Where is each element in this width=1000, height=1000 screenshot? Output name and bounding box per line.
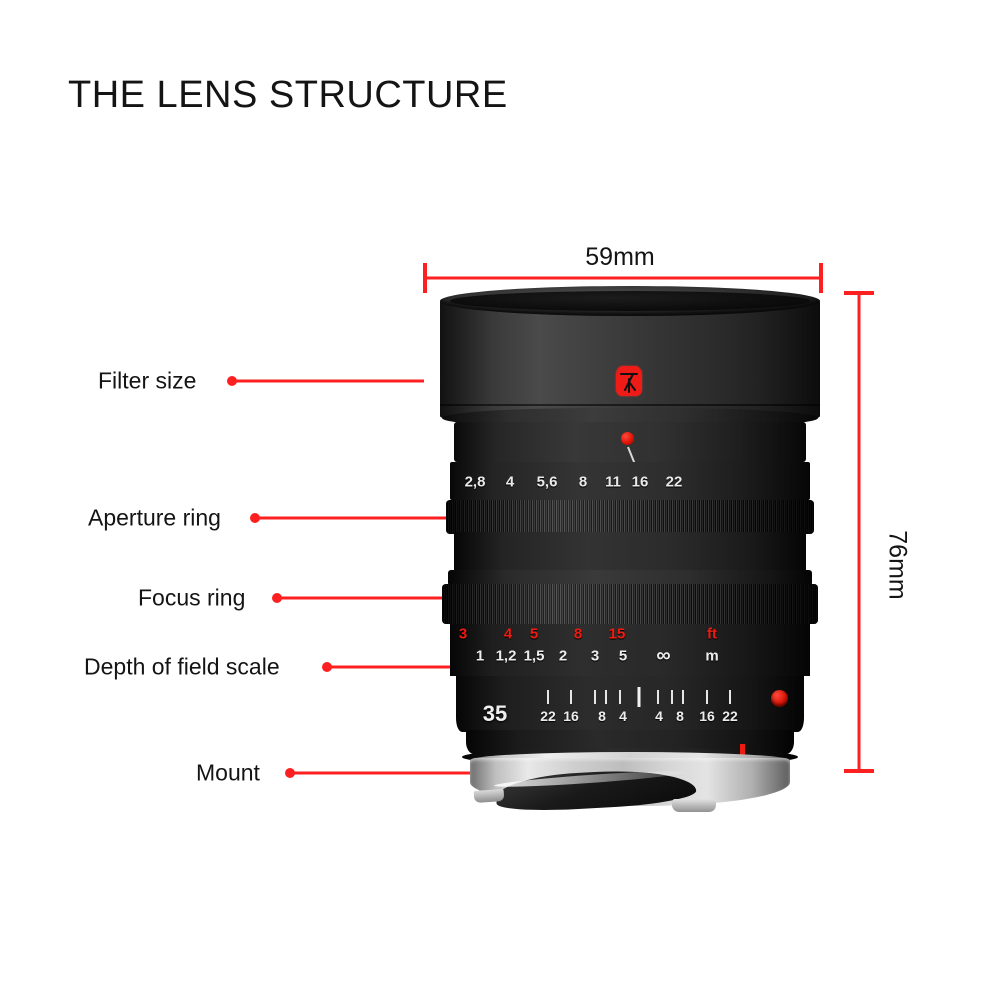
lens-product-image: 2,8 4 5,6 8 11 16 22 3 4 5 8 15 ft (440, 286, 820, 814)
aperture-index-dot-icon (621, 432, 634, 445)
callout-label-focus-ring: Focus ring (138, 584, 246, 611)
width-dimension-line (424, 276, 822, 280)
aperture-value: 5,6 (536, 473, 558, 491)
distance-meter-value: 1,5 (523, 647, 545, 665)
dof-tick (547, 690, 549, 704)
mount-bayonet-tab-right (672, 799, 716, 812)
callout-leader-depth-of-field-scale (327, 665, 453, 669)
height-dimension-cap-top (844, 291, 874, 295)
distance-feet-value: 8 (573, 625, 583, 643)
mid-barrel (454, 532, 806, 572)
aperture-ring[interactable] (446, 500, 814, 534)
height-dimension-line (857, 292, 861, 772)
distance-feet-unit: ft (707, 625, 717, 643)
width-dimension-label: 59mm (585, 243, 655, 271)
aperture-value: 4 (505, 473, 515, 491)
dof-tick (671, 690, 673, 704)
distance-meter-value: 1 (475, 647, 485, 665)
aperture-value: 16 (631, 473, 649, 491)
depth-of-field-band (456, 676, 804, 732)
focus-ring[interactable] (442, 584, 818, 624)
distance-meter-unit: m (705, 647, 719, 665)
dof-center-index-tick (637, 687, 641, 707)
focal-length-marking: 35 (482, 701, 508, 726)
dof-value-left: 22 (540, 708, 556, 724)
distance-scale: 3 4 5 8 15 ft 1 1,2 1,5 2 3 5 ∞ m (450, 624, 810, 676)
dof-value-right: 4 (655, 708, 663, 724)
dof-tick (594, 690, 596, 704)
distance-feet-value: 5 (529, 625, 539, 643)
dof-value-left: 16 (563, 708, 579, 724)
distance-meter-value: 5 (618, 647, 628, 665)
7artisans-logo-icon (616, 366, 642, 396)
aperture-scale: 2,8 4 5,6 8 11 16 22 (450, 462, 810, 500)
distance-meter-value: 2 (558, 647, 568, 665)
mount-bayonet-tab-left (473, 788, 505, 804)
distance-scale-band (450, 624, 810, 676)
dof-tick (619, 690, 621, 704)
dof-value-right: 22 (722, 708, 738, 724)
lens-hood-barrel (440, 300, 820, 418)
aperture-value: 8 (578, 473, 588, 491)
distance-infinity-icon: ∞ (656, 644, 670, 667)
callout-leader-mount (290, 771, 478, 775)
mount-alignment-mark-icon (740, 744, 745, 757)
distance-feet-value: 15 (608, 625, 626, 643)
callout-leader-focus-ring (277, 596, 447, 600)
dof-tick (682, 690, 684, 704)
dof-value-left: 8 (598, 708, 606, 724)
dof-tick (657, 690, 659, 704)
mid-barrel-step (448, 570, 812, 586)
depth-of-field-scale: 22 16 8 4 4 8 16 22 (456, 676, 804, 732)
aperture-value: 22 (665, 473, 683, 491)
callout-label-mount: Mount (196, 759, 260, 786)
page-title: THE LENS STRUCTURE (68, 74, 508, 116)
distance-feet-value: 3 (458, 625, 468, 643)
dof-tick (706, 690, 708, 704)
callout-label-filter-size: Filter size (98, 367, 197, 394)
dof-value-right: 16 (699, 708, 715, 724)
mount-index-dot-icon (771, 690, 788, 707)
dof-value-left: 4 (619, 708, 627, 724)
height-dimension-label: 76mm (883, 530, 912, 600)
dof-tick (605, 690, 607, 704)
distance-meter-value: 1,2 (495, 647, 517, 665)
width-dimension-cap-right (819, 263, 823, 293)
distance-feet-value: 4 (503, 625, 513, 643)
aperture-value: 2,8 (464, 473, 486, 491)
dof-value-right: 8 (676, 708, 684, 724)
width-dimension-cap-left (423, 263, 427, 293)
distance-meter-value: 3 (590, 647, 600, 665)
lens-hood-inner-opening (450, 291, 810, 311)
callout-leader-filter-size (232, 379, 424, 383)
aperture-scale-band (450, 462, 810, 500)
dof-tick (570, 690, 572, 704)
callout-label-depth-of-field-scale: Depth of field scale (84, 653, 280, 680)
callout-leader-aperture-ring (255, 516, 447, 520)
height-dimension-cap-bottom (844, 769, 874, 773)
dof-tick (729, 690, 731, 704)
callout-label-aperture-ring: Aperture ring (88, 504, 221, 531)
aperture-value: 11 (605, 473, 621, 491)
